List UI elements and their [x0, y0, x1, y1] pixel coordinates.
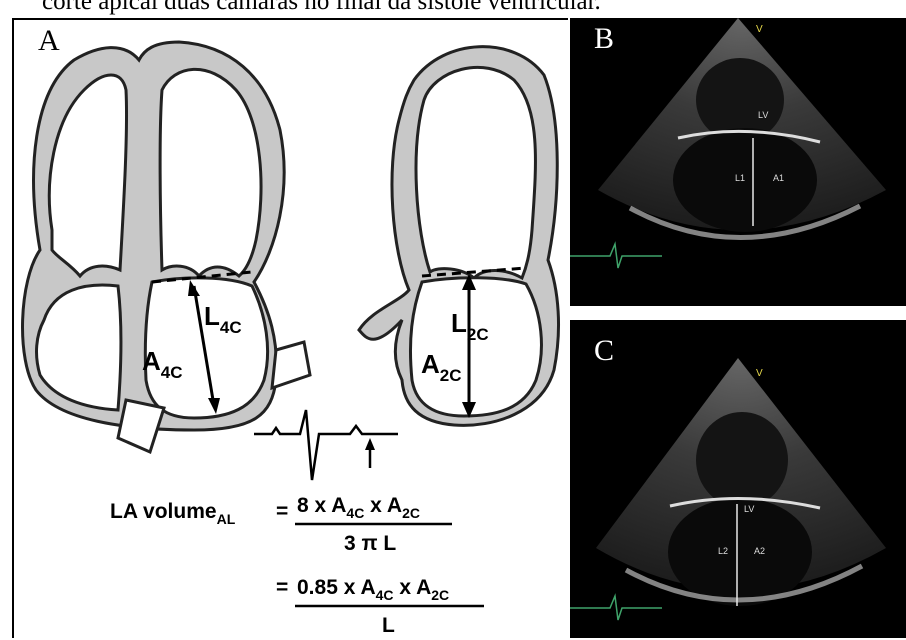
two-chamber-la-cavity — [410, 278, 541, 416]
panel-b-marker: V — [756, 24, 763, 35]
panel-b-ecg — [570, 244, 662, 268]
two-chamber-heart: L2C A2C — [359, 47, 559, 426]
panel-c-echo: LV L2 A2 V C — [570, 320, 906, 638]
formula-equals-1: = — [276, 500, 288, 523]
four-chamber-pulmonary-vein-left — [118, 400, 164, 452]
four-chamber-la-cavity — [145, 278, 267, 418]
ecg-timing-arrow-head — [365, 438, 375, 450]
formula-equals-2: = — [276, 576, 288, 599]
panel-b-l-label: L1 — [735, 173, 745, 183]
panel-c-ecg — [570, 596, 662, 620]
panel-c-label: C — [594, 334, 614, 368]
panel-c-lv-cavity — [696, 412, 788, 508]
panel-c-l-label: L2 — [718, 546, 728, 556]
formula-numerator-2: 0.85 x A4C x A2C — [297, 576, 449, 603]
panel-b-lv-label: LV — [758, 110, 768, 120]
four-chamber-pulmonary-vein-right — [272, 342, 310, 388]
panel-a-schematic: A L4C A4C — [12, 18, 568, 638]
formula-denominator-2: L — [382, 614, 395, 637]
formula-denominator-1: 3 π L — [344, 532, 396, 555]
two-chamber-lv-cavity — [416, 67, 535, 278]
formula-numerator-1: 8 x A4C x A2C — [297, 494, 420, 521]
la-volume-formula: LA volumeAL = 8 x A4C x A2C 3 π L = 0.85… — [110, 494, 484, 637]
panel-c-lv-label: LV — [744, 504, 754, 514]
formula-lhs: LA volumeAL — [110, 500, 236, 527]
panel-b-label: B — [594, 22, 614, 56]
panel-c-echo-svg: LV L2 A2 V — [570, 320, 906, 638]
panel-divider — [570, 306, 906, 320]
schematic-svg: L4C A4C L2C A2C — [14, 20, 570, 640]
top-caption: corte apical duas câmaras no final da sí… — [0, 0, 906, 18]
panel-b-a-label: A1 — [773, 173, 784, 183]
panel-c-a-label: A2 — [754, 546, 765, 556]
panel-b-echo: LV L1 A1 V B — [570, 18, 906, 306]
ecg-trace — [254, 410, 398, 480]
panel-b-echo-svg: LV L1 A1 V — [570, 18, 906, 306]
four-chamber-heart: L4C A4C — [23, 42, 310, 452]
panel-c-la-cavity — [668, 498, 812, 606]
panel-c-marker: V — [756, 368, 763, 379]
